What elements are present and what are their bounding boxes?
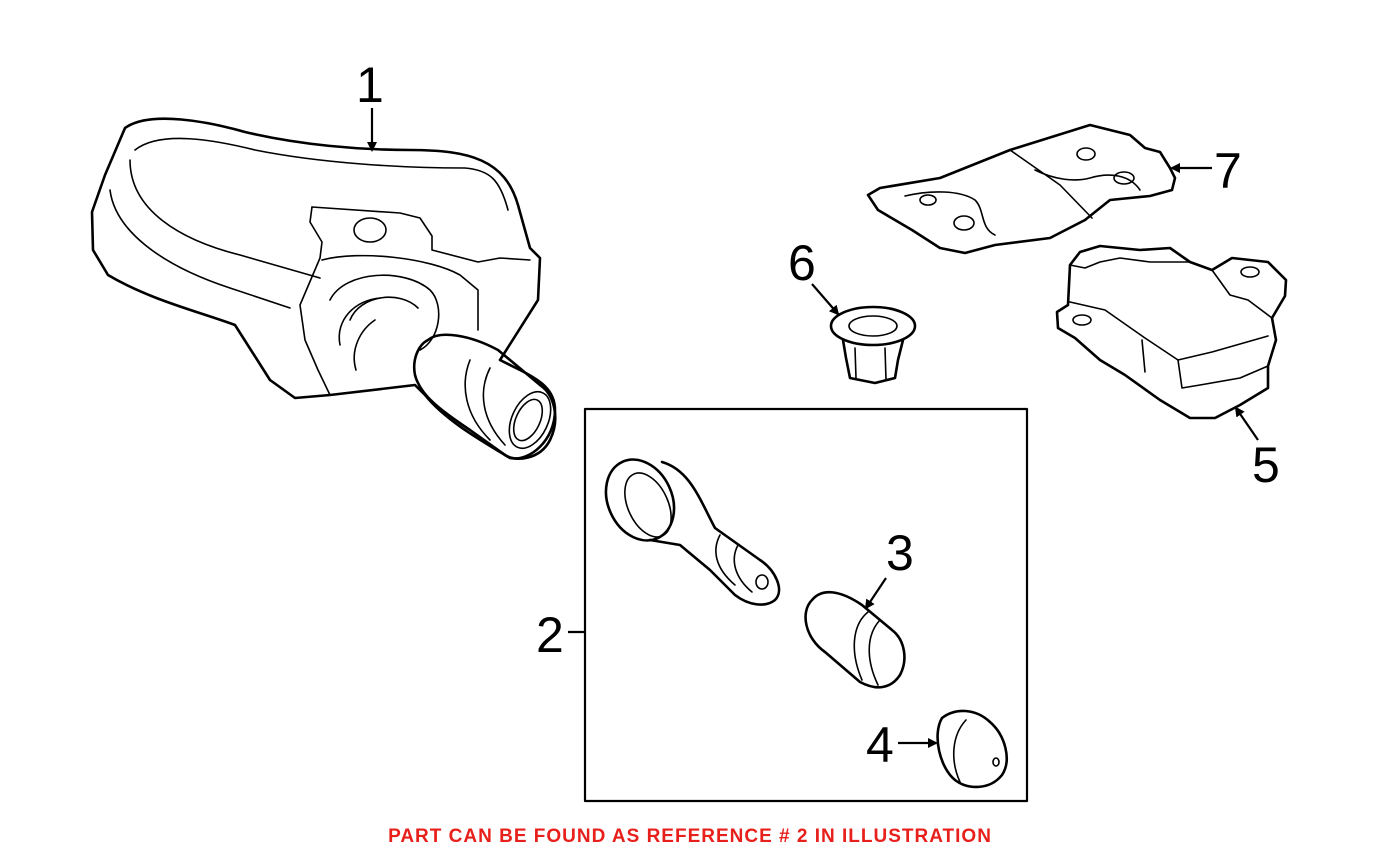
part-2-valve-stem xyxy=(604,458,781,606)
callout-3-leader xyxy=(864,577,887,610)
callout-4: 4 xyxy=(866,717,894,773)
part-6-nut xyxy=(829,305,917,385)
callout-2: 2 xyxy=(536,607,564,663)
callout-3: 3 xyxy=(886,525,914,581)
part-4-valve-core xyxy=(936,709,1008,789)
callout-5: 5 xyxy=(1252,437,1280,493)
callout-1: 1 xyxy=(356,57,384,113)
callout-7: 7 xyxy=(1214,143,1242,199)
callout-6-leader xyxy=(811,283,840,316)
callout-5-leader xyxy=(1234,406,1259,441)
reference-caption: PART CAN BE FOUND AS REFERENCE # 2 IN IL… xyxy=(388,826,992,847)
kit-frame xyxy=(583,407,1029,803)
callout-6: 6 xyxy=(788,235,816,291)
part-7-bracket xyxy=(866,123,1177,255)
part-5-module xyxy=(1055,244,1288,420)
part-3-cap xyxy=(804,591,906,689)
part-1-tpms-sensor xyxy=(90,117,557,460)
